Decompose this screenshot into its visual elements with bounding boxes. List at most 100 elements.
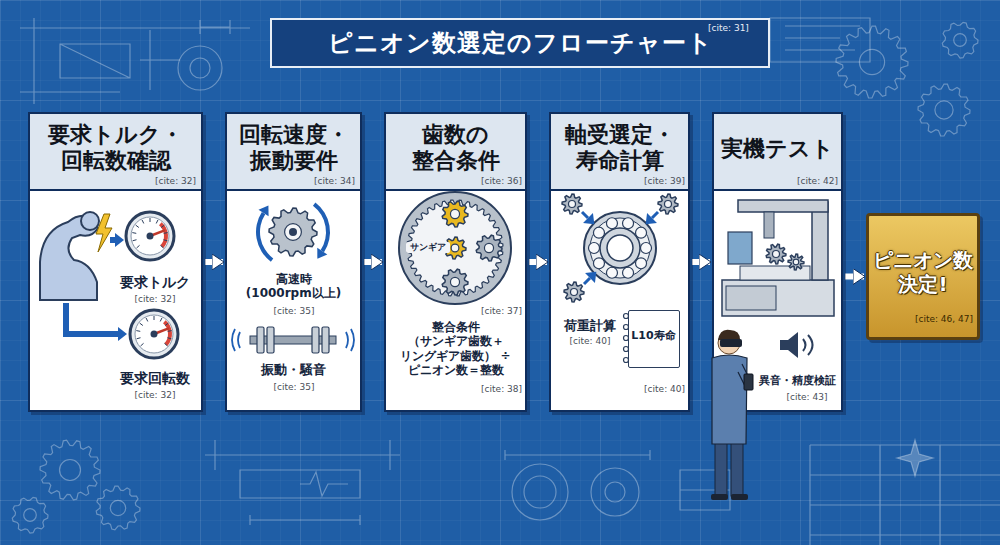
gauge-icon	[154, 316, 155, 320]
cite-note: [cite: 40]	[559, 336, 621, 347]
gauge-icon	[165, 323, 168, 325]
process-panel: 要求トルク・ 回転数確認 [cite: 32] 要求トルク [cite: 32] 要求回…	[28, 112, 203, 412]
gauge-icon	[160, 318, 162, 322]
step-heading: ピニオン数 決定!	[869, 248, 977, 296]
item-label: 高速時 (1000rpm以上)	[237, 272, 350, 301]
flow-arrow	[364, 259, 382, 265]
text-slot: 整合条件 （サンギア歯数＋ リングギア歯数） ÷ピニオン数＝整数	[390, 320, 521, 378]
flow-arrow	[205, 259, 223, 265]
text-slot: 回転速度・ 振動要件	[227, 122, 360, 175]
gear-icon	[658, 194, 678, 214]
gear-icon	[788, 254, 804, 270]
planet-gear	[450, 277, 459, 286]
bearing-illustration	[590, 218, 650, 278]
gauge-icon	[164, 343, 167, 346]
sketch-lines	[770, 18, 870, 62]
text-slot: サンギア	[406, 242, 450, 253]
arm-figure	[81, 212, 99, 230]
planet-gear	[442, 201, 468, 227]
text-slot: [cite: 32]	[124, 294, 186, 305]
text-slot: [cite: 43]	[776, 392, 838, 403]
gauge-icon	[160, 245, 163, 248]
engineer-figure	[731, 440, 743, 496]
gauge-icon	[167, 338, 171, 339]
item-label: 要求回転数	[108, 370, 202, 387]
engineer-figure	[711, 494, 728, 500]
sketch-lines	[205, 440, 400, 525]
pointer-arrow	[583, 213, 594, 224]
gear-icon	[571, 289, 578, 296]
engineer-figure	[718, 332, 740, 354]
bearing-illustration	[607, 235, 633, 261]
flow-arrow	[529, 259, 547, 265]
text-slot: 荷重計算	[553, 318, 627, 334]
shaft-figure	[312, 327, 319, 353]
step-heading: 実機テスト	[714, 136, 841, 162]
test-machine	[764, 212, 774, 238]
sketch-lines	[505, 450, 730, 510]
speaker-icon	[788, 332, 798, 358]
gauge-icon	[142, 220, 144, 224]
bearing-illustration	[593, 258, 604, 269]
gauge-icon	[126, 212, 174, 260]
text-slot: [cite: 36]	[460, 176, 522, 187]
text-slot: 異音・精度検証	[754, 374, 841, 387]
item-label: 要求トルク	[108, 274, 202, 291]
cite-note: [cite: 37]	[460, 306, 522, 317]
gauge-icon	[163, 320, 172, 346]
cite-note: [cite: 34]	[293, 176, 355, 187]
shaft-figure	[257, 327, 264, 353]
engineer-figure	[738, 364, 752, 388]
gear-icon	[773, 251, 780, 258]
planetary-gear	[399, 192, 511, 304]
sun-gear	[444, 237, 466, 259]
process-panel: 軸受選定・ 寿命計算[cite: 39]荷重計算[cite: 40][cite:…	[549, 112, 690, 412]
planetary-gear	[399, 192, 511, 304]
gear-icon	[658, 194, 678, 214]
shaft-figure	[322, 327, 329, 353]
step-heading: 要求トルク・ 回転数確認	[30, 122, 201, 175]
pointer-arrow	[118, 327, 127, 341]
cite-note: [cite: 46, 47]	[869, 314, 973, 325]
cite-note: [cite: 31]	[708, 23, 768, 34]
speaker-icon	[803, 335, 813, 355]
cite-note: [cite: 32]	[124, 390, 186, 401]
pointer-arrow	[110, 237, 115, 243]
sketch-lines	[512, 464, 568, 520]
sketch-lines	[178, 46, 222, 90]
cite-note: サンギア	[406, 242, 450, 253]
bearing-illustration	[600, 228, 640, 268]
pointer-arrow	[652, 212, 658, 218]
shaft-figure	[250, 336, 336, 344]
bearing-illustration	[562, 194, 678, 363]
process-panel: 歯数の 整合条件[cite: 36] サンギア整合条件 （サンギア歯数＋ リングギ…	[384, 112, 527, 412]
process-panel: 回転速度・ 振動要件[cite: 34]高速時 (1000rpm以上)[cite…	[225, 112, 362, 412]
pointer-arrow	[582, 212, 588, 218]
step-heading: 軸受選定・ 寿命計算	[551, 122, 688, 175]
sketch-gear	[110, 500, 125, 515]
step-heading: 歯数の 整合条件	[386, 122, 525, 175]
gauge-icon	[147, 233, 154, 240]
gauge-icon	[131, 217, 169, 255]
gauge-icon	[130, 310, 178, 358]
sketch-gear	[60, 460, 81, 481]
cite-note: [cite: 39]	[623, 176, 685, 187]
arm-figure	[40, 216, 98, 300]
text-slot: 歯数の 整合条件	[386, 122, 525, 175]
cite-note: [cite: 36]	[460, 176, 522, 187]
shaft-figure	[232, 327, 354, 353]
pointer-arrow	[646, 213, 657, 224]
cite-note: [cite: 42]	[776, 176, 838, 187]
gear-icon	[269, 208, 317, 256]
gear-icon	[285, 224, 302, 241]
engineer-figure	[731, 494, 748, 500]
gear-icon	[766, 244, 786, 264]
bearing-illustration	[606, 267, 617, 278]
diagram-title: ピニオン数選定のフローチャート	[328, 29, 713, 58]
result-box: ピニオン数 決定! [cite: 46, 47]	[866, 213, 980, 340]
gear-icon	[562, 194, 582, 214]
gauge-icon	[150, 231, 164, 236]
text-slot: [cite: 32]	[124, 390, 186, 401]
bearing-illustration	[636, 227, 647, 238]
